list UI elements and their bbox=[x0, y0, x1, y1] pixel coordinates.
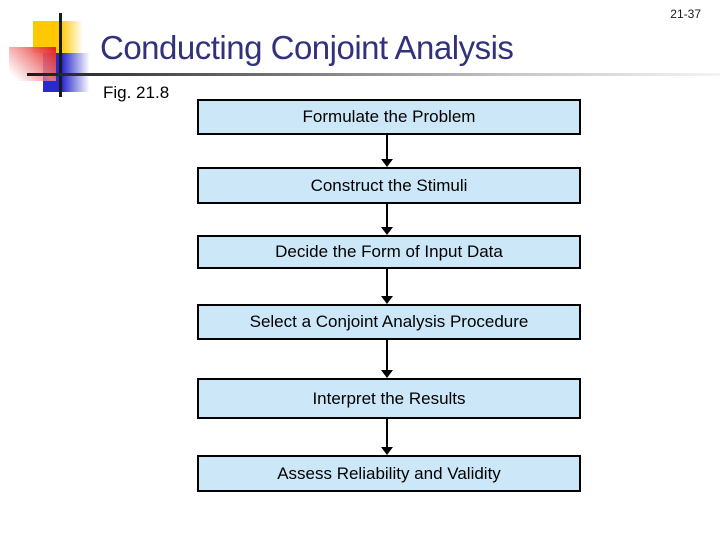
flow-arrow-down-icon bbox=[381, 419, 393, 455]
deco-vertical-line bbox=[59, 13, 62, 97]
flow-step-3-input-data-form: Decide the Form of Input Data bbox=[197, 235, 581, 269]
slide-page-number: 21-37 bbox=[670, 7, 701, 21]
flow-step-1-formulate-problem: Formulate the Problem bbox=[197, 99, 581, 135]
flow-arrow-down-icon bbox=[381, 340, 393, 378]
flow-step-5-interpret-results: Interpret the Results bbox=[197, 378, 581, 419]
flow-step-6-assess-reliability: Assess Reliability and Validity bbox=[197, 455, 581, 492]
slide-title: Conducting Conjoint Analysis bbox=[100, 29, 514, 66]
flow-step-2-construct-stimuli: Construct the Stimuli bbox=[197, 167, 581, 204]
flow-arrow-down-icon bbox=[381, 204, 393, 235]
figure-label: Fig. 21.8 bbox=[103, 83, 170, 102]
title-underline-rule bbox=[27, 73, 720, 76]
flow-arrow-down-icon bbox=[381, 135, 393, 167]
flow-arrow-down-icon bbox=[381, 269, 393, 304]
flow-step-4-select-procedure: Select a Conjoint Analysis Procedure bbox=[197, 304, 581, 340]
